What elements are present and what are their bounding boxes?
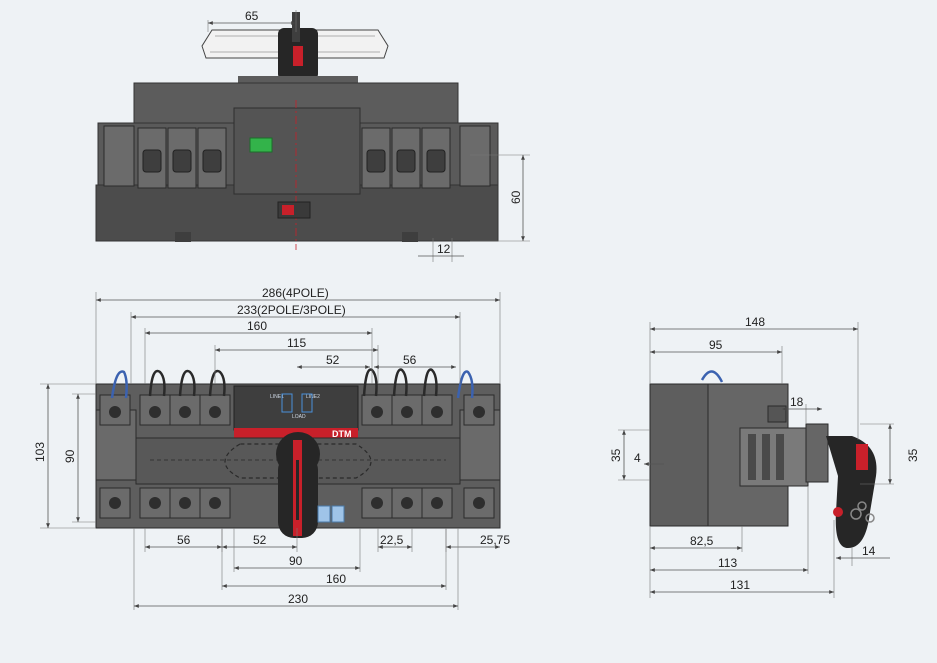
dim-131: 131	[730, 578, 750, 592]
panel-line1-label: LINE1	[270, 394, 284, 400]
dim-95: 95	[709, 338, 723, 352]
dim-148: 148	[745, 315, 765, 329]
panel-line2-label: LINE2	[306, 394, 320, 400]
front-view: LINE1 LINE2 LOAD DTM	[33, 286, 510, 610]
dim-65: 65	[245, 9, 259, 23]
dim-233-2-3pole: 233(2POLE/3POLE)	[237, 303, 346, 317]
handle-top-view	[201, 12, 389, 80]
green-indicator	[249, 137, 273, 153]
dim-160-top: 160	[247, 319, 267, 333]
top-view: 65 60 12	[95, 9, 530, 262]
dim-286-4pole: 286(4POLE)	[262, 286, 329, 300]
dim-4: 4	[634, 451, 641, 465]
dim-52-top: 52	[326, 353, 340, 367]
dim-12: 12	[437, 242, 451, 256]
panel-load-label: LOAD	[292, 414, 306, 420]
dim-60: 60	[509, 190, 523, 204]
side-body-rear	[649, 383, 711, 527]
dim-52-bottom: 52	[253, 533, 267, 547]
dim-22-5: 22,5	[380, 533, 404, 547]
status-panel	[233, 385, 359, 431]
dim-25-75: 25,75	[480, 533, 510, 547]
side-handle[interactable]	[805, 423, 877, 548]
dim-115: 115	[287, 336, 306, 350]
dim-56-bottom: 56	[177, 533, 191, 547]
dim-82-5: 82,5	[690, 534, 714, 548]
side-view: 148 95 18 35 4 35 82,5 113 131 14	[609, 315, 920, 598]
dim-103: 103	[33, 442, 47, 462]
dim-14: 14	[862, 544, 876, 558]
dim-230: 230	[288, 592, 308, 606]
dim-113: 113	[718, 556, 737, 570]
dim-160-bottom: 160	[326, 572, 346, 586]
red-indicator	[282, 205, 294, 215]
dim-18: 18	[790, 395, 804, 409]
brand-label: DTM	[332, 429, 352, 439]
dim-56-top: 56	[403, 353, 417, 367]
dim-90-left: 90	[63, 449, 77, 463]
rotary-handle[interactable]	[276, 432, 320, 538]
dim-90-bottom: 90	[289, 554, 303, 568]
dim-35-right: 35	[906, 448, 920, 462]
dim-35-left: 35	[609, 448, 623, 462]
